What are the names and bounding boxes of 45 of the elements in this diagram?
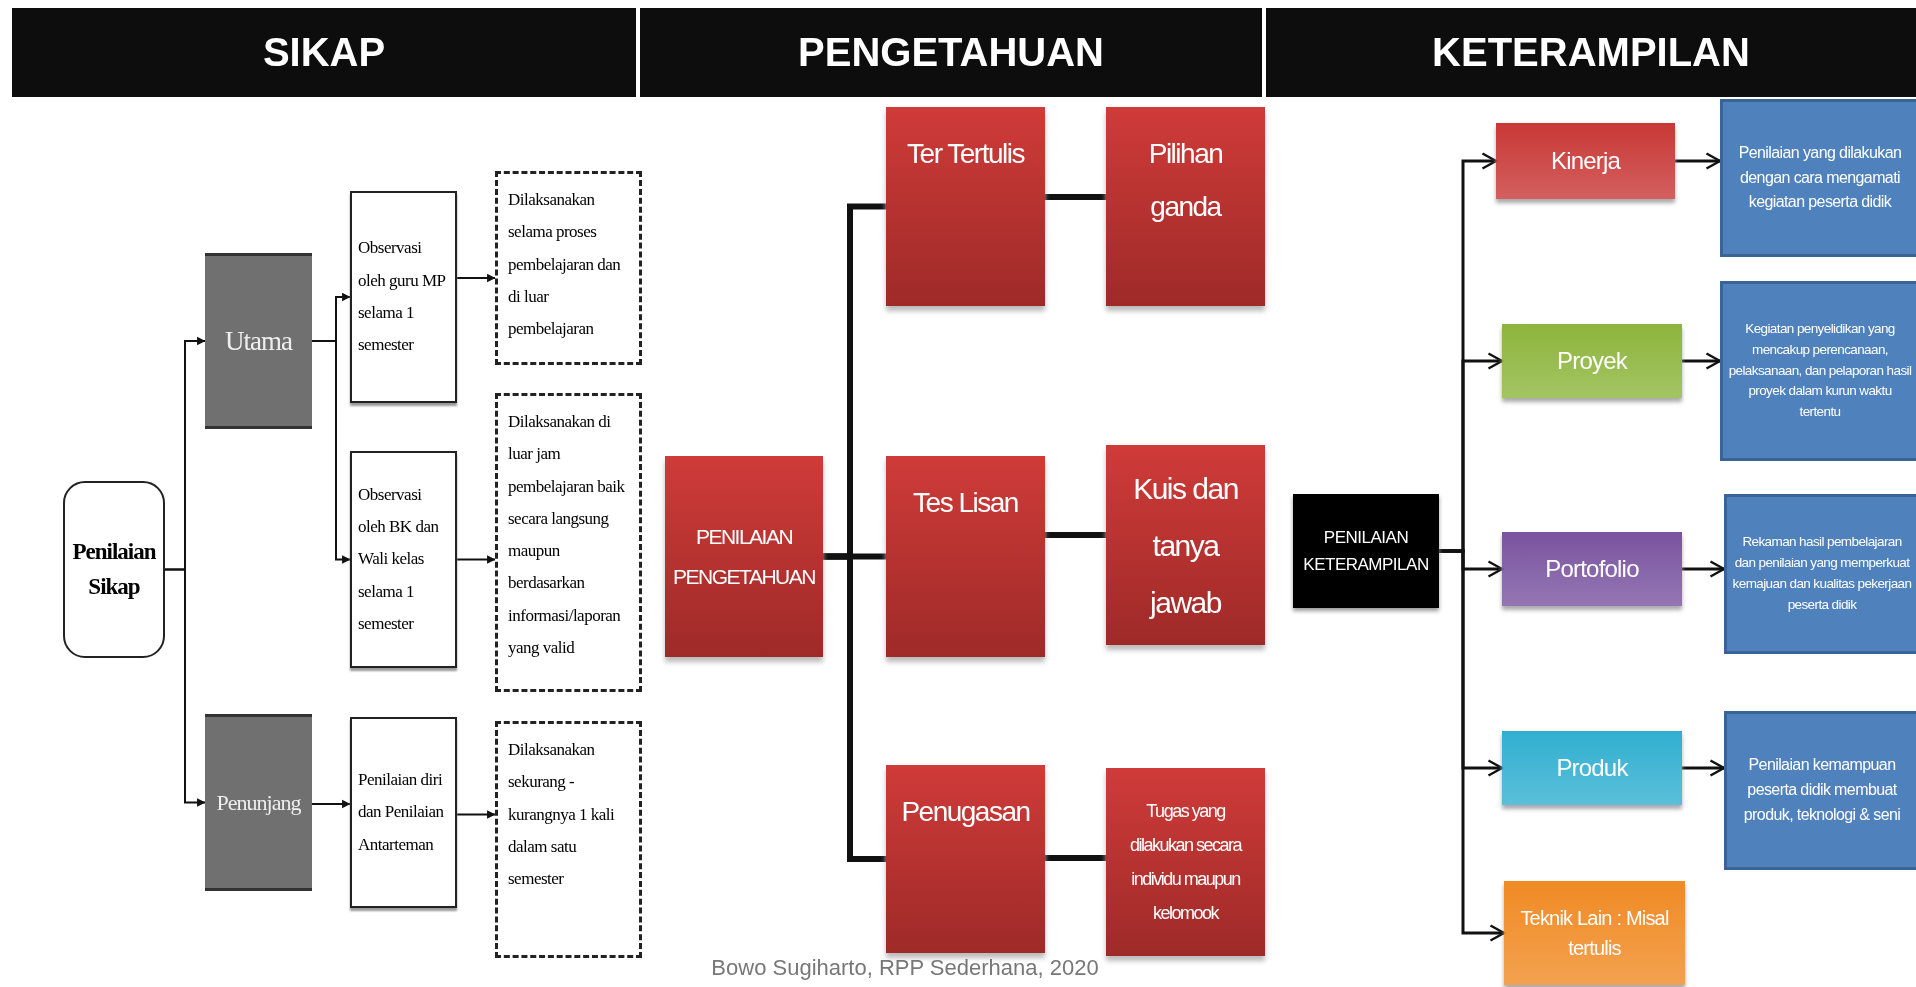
arrow bbox=[311, 340, 351, 564]
root-box: PENILAIAN PENGETAHUAN bbox=[665, 456, 823, 657]
process-box: Tes Lisan bbox=[886, 456, 1045, 657]
arrow bbox=[456, 555, 496, 564]
description-box: Rekaman hasil pembelajaran dan penilaian yang memperkuat kemajuan dan kualitas pekerjaan peserta didik bbox=[1724, 494, 1916, 654]
root-box: PENILAIAN KETERAMPILAN bbox=[1293, 494, 1439, 608]
category-box: Penunjang bbox=[205, 714, 312, 891]
arrow bbox=[1439, 549, 1506, 942]
start-box: Penilaian Sikap bbox=[63, 481, 165, 658]
note-box: Dilaksanakan sekurang -kurangnya 1 kali dalam satu semester bbox=[495, 721, 642, 958]
process-box: Observasi oleh BK dan Wali kelas selama 1 semester bbox=[350, 451, 457, 668]
process-box: Ter Tertulis bbox=[886, 107, 1045, 306]
section-header: PENGETAHUAN bbox=[640, 8, 1262, 97]
method-box: Portofolio bbox=[1502, 532, 1682, 606]
arrow bbox=[456, 273, 496, 283]
arrow bbox=[1682, 759, 1726, 777]
process-box: Penugasan bbox=[886, 765, 1045, 953]
note-box: Dilaksanakan selama proses pembelajaran dan di luar pembelajaran bbox=[495, 171, 642, 365]
arrow bbox=[456, 810, 496, 819]
section-header: KETERAMPILAN bbox=[1266, 8, 1916, 97]
note-box: Dilaksanakan di luar jam pembelajaran baik secara langsung maupun berdasarkan informasi/laporan yang valid bbox=[495, 393, 642, 692]
description-box: Penilaian kemampuan peserta didik membuat produk, teknologi & seni bbox=[1724, 711, 1916, 870]
arrow bbox=[1682, 560, 1726, 578]
method-box: Teknik Lain : Misal tertulis bbox=[1504, 881, 1685, 985]
process-box: Tugas yang dilakukan secara individu maupun kelomook bbox=[1106, 768, 1265, 956]
arrow bbox=[1675, 152, 1722, 170]
connector-line bbox=[1045, 194, 1106, 200]
connector-line bbox=[1045, 855, 1106, 861]
process-box: Kuis dan tanya jawab bbox=[1106, 445, 1265, 645]
method-box: Proyek bbox=[1502, 324, 1682, 398]
category-box: Utama bbox=[205, 253, 312, 429]
caption: Bowo Sugiharto, RPP Sederhana, 2020 bbox=[710, 955, 1100, 981]
connector-line bbox=[1045, 532, 1106, 538]
method-box: Produk bbox=[1502, 731, 1682, 805]
arrow bbox=[1682, 352, 1722, 370]
arrow bbox=[311, 799, 351, 809]
process-box: Observasi oleh guru MP selama 1 semester bbox=[350, 191, 457, 403]
process-box: Pilihan ganda bbox=[1106, 107, 1265, 306]
method-box: Kinerja bbox=[1496, 123, 1675, 199]
description-box: Kegiatan penyelidikan yang mencakup perencanaan, pelaksanaan, dan pelaporan hasil proyek dalam kurun waktu tertentu bbox=[1720, 281, 1916, 461]
connector-line bbox=[823, 553, 886, 862]
process-box: Penilaian diri dan Penilaian Antarteman bbox=[350, 717, 457, 908]
section-header: SIKAP bbox=[12, 8, 636, 97]
arrow bbox=[164, 568, 206, 807]
description-box: Penilaian yang dilakukan dengan cara mengamati kegiatan peserta didik bbox=[1720, 99, 1916, 257]
